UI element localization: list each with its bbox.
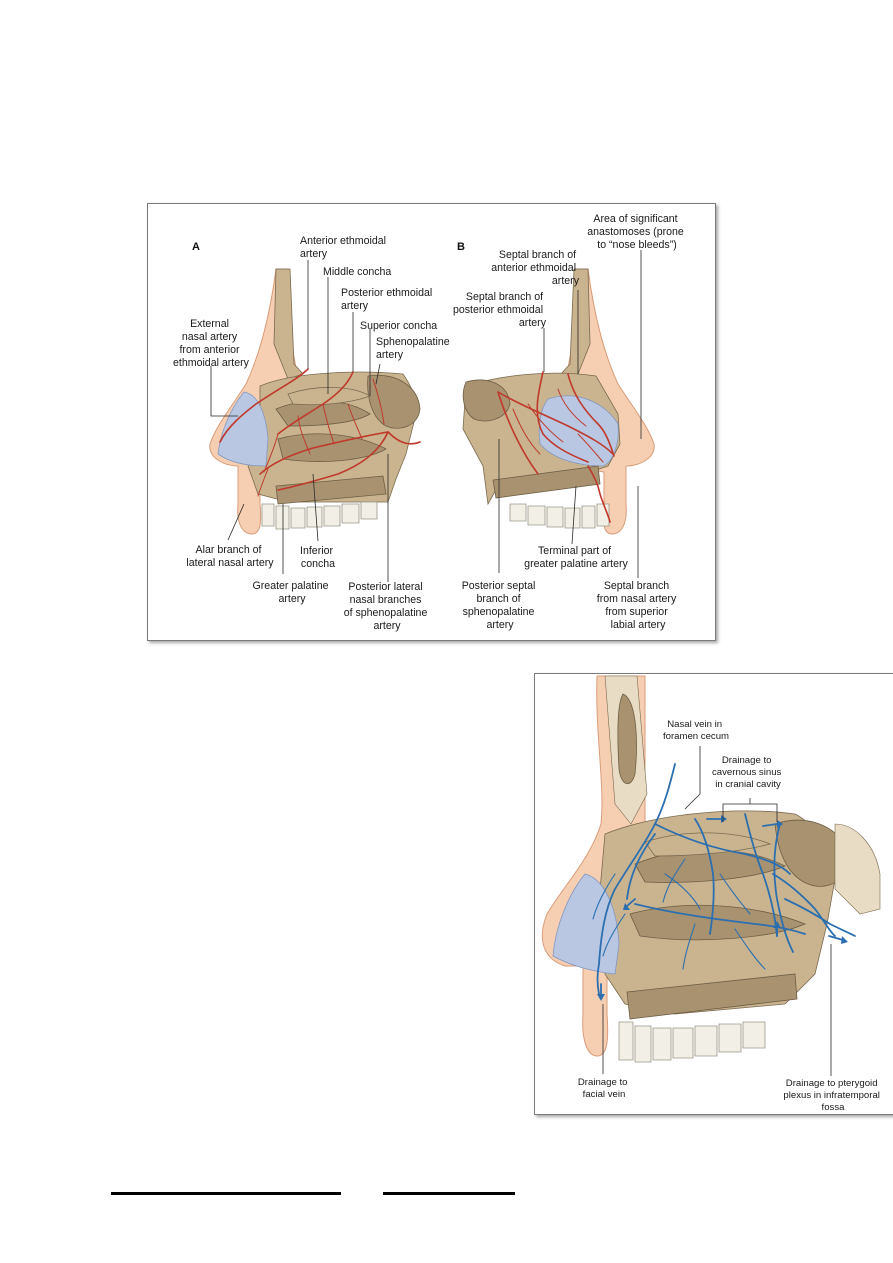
leader-lines-b (498, 250, 642, 578)
label-septal-branch-anterior-ethmoidal: Septal branch of anterior ethmoidal arte… (491, 249, 579, 287)
label-septal-branch-posterior-ethmoidal: Septal branch of posterior ethmoidal art… (453, 291, 547, 329)
lateral-wall-drawing (209, 268, 421, 535)
label-sphenopalatine-artery: Sphenopalatine artery (376, 336, 453, 361)
label-terminal-part-greater-palatine: Terminal part of greater palatine artery (524, 545, 628, 570)
labels-a: Anterior ethmoidal artery Middle concha … (173, 235, 453, 632)
labels-veins: Nasal vein in foramen cecum Drainage to … (578, 719, 882, 1113)
label-middle-concha: Middle concha (323, 266, 391, 278)
label-posterior-septal-branch: Posterior septal branch of sphenopalatin… (462, 580, 539, 631)
labels-b: Area of significant anastomoses (prone t… (453, 213, 687, 631)
label-area-significant-anastomoses: Area of significant anastomoses (prone t… (587, 213, 687, 251)
label-posterior-ethmoidal-artery: Posterior ethmoidal artery (341, 287, 435, 312)
arterial-supply-figure: A B Anterior ethmoidal artery Middle con… (147, 203, 716, 641)
section-label-a: A (192, 241, 200, 253)
teeth-b (509, 503, 610, 529)
leader-lines-veins (602, 746, 832, 1076)
teeth-a (261, 501, 378, 530)
label-nasal-vein-foramen-cecum: Nasal vein in foramen cecum (663, 719, 729, 742)
veins (592, 763, 856, 995)
section-label-b: B (457, 241, 465, 253)
label-drainage-facial-vein: Drainage to facial vein (578, 1077, 630, 1100)
label-inferior-concha: Inferior concha (300, 545, 336, 570)
label-posterior-lateral-nasal-branches: Posterior lateral nasal branches of sphe… (344, 581, 431, 632)
label-superior-concha: Superior concha (360, 320, 437, 332)
venous-drainage-figure: Nasal vein in foramen cecum Drainage to … (534, 673, 893, 1115)
venous-drainage-illustration: Nasal vein in foramen cecum Drainage to … (541, 675, 882, 1113)
label-drainage-pterygoid-plexus: Drainage to pterygoid plexus in infratem… (783, 1078, 882, 1113)
label-greater-palatine-artery: Greater palatine artery (253, 580, 332, 605)
footer-rule-left (111, 1192, 341, 1195)
label-septal-branch-nasal-artery: Septal branch from nasal artery from sup… (597, 580, 679, 631)
footer-rule-right (383, 1192, 515, 1195)
label-drainage-cavernous-sinus: Drainage to cavernous sinus in cranial c… (712, 755, 784, 790)
arteries-a (219, 368, 421, 497)
arteries-b (497, 371, 615, 523)
leader-lines-a (210, 260, 389, 582)
label-anterior-ethmoidal-artery: Anterior ethmoidal artery (300, 235, 389, 260)
drainage-arrows (597, 815, 848, 1001)
arterial-supply-illustration: A B Anterior ethmoidal artery Middle con… (173, 213, 687, 632)
label-alar-branch: Alar branch of lateral nasal artery (186, 544, 274, 569)
label-external-nasal-artery: External nasal artery from anterior ethm… (173, 318, 250, 369)
teeth-veins (618, 1021, 766, 1063)
septum-drawing (462, 268, 655, 535)
venous-drawing (541, 675, 881, 1063)
